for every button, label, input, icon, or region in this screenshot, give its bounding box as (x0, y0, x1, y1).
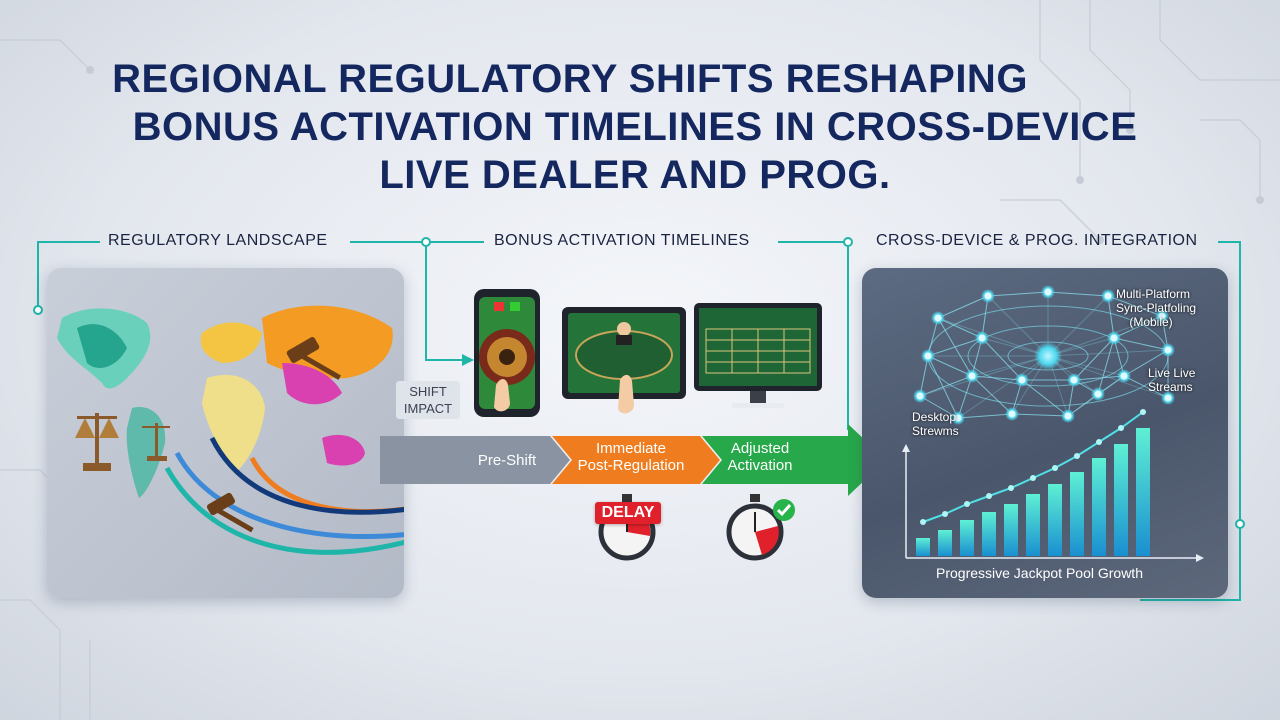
page-title: REGIONAL REGULATORY SHIFTS RESHAPING BON… (0, 55, 1280, 199)
segment-pre-shift (380, 436, 570, 484)
timeline-label-immediate: Immediate Post-Regulation (577, 440, 685, 474)
jackpot-bar (1092, 458, 1106, 556)
network-node-core (924, 352, 932, 360)
tablet-device (562, 307, 686, 399)
jackpot-bar (938, 530, 952, 556)
segment-adjusted (702, 424, 886, 496)
network-node-core (1110, 334, 1118, 342)
scales-icon (75, 413, 119, 471)
jackpot-bar (916, 538, 930, 556)
trend-point (942, 511, 948, 517)
devices-graphic (474, 289, 822, 417)
network-node-core (978, 334, 986, 342)
network-node-core (1094, 390, 1102, 398)
scales-icon-2 (142, 423, 170, 461)
timeline-arrow (380, 424, 886, 496)
trend-point (1008, 485, 1014, 491)
asia-region (262, 305, 393, 379)
segment-immediate (552, 436, 720, 484)
trend-point (964, 501, 970, 507)
gavel-icon (286, 337, 341, 380)
network-node-core (1018, 376, 1026, 384)
europe-region (200, 322, 262, 363)
network-node-core (1064, 412, 1072, 420)
phone-device (474, 289, 540, 417)
trend-point (1096, 439, 1102, 445)
section-label-integration: CROSS-DEVICE & PROG. INTEGRATION (876, 232, 1198, 249)
network-node-core (1120, 372, 1128, 380)
network-graph (902, 285, 1204, 562)
australia-region (322, 434, 365, 466)
timeline-label-adjusted: Adjusted Activation (727, 440, 793, 474)
trend-point (1118, 425, 1124, 431)
delay-badge: DELAY (595, 502, 661, 524)
network-node-core (954, 414, 962, 422)
jackpot-bar (1070, 472, 1084, 556)
jackpot-bar (1114, 444, 1128, 556)
trend-point (1052, 465, 1058, 471)
title-line-2: BONUS ACTIVATION TIMELINES IN CROSS-DEVI… (132, 105, 1138, 149)
hand-icon (494, 379, 510, 412)
network-node-core (984, 292, 992, 300)
gavel-icon-2 (206, 492, 254, 533)
trend-point (1140, 409, 1146, 415)
trend-point (1074, 453, 1080, 459)
network-node-core (1008, 410, 1016, 418)
desktop-monitor-device (694, 303, 822, 408)
jackpot-bar (1136, 428, 1150, 556)
south-america-region (126, 407, 166, 498)
jackpot-bar (960, 520, 974, 556)
network-node-core (1164, 394, 1172, 402)
network-node-core (934, 314, 942, 322)
timeline-label-pre-shift: Pre-Shift (477, 452, 537, 469)
jackpot-bar (1048, 484, 1062, 556)
network-node-core (916, 392, 924, 400)
title-line-3: LIVE DEALER AND PROG. (379, 153, 891, 197)
stopwatch-check-icon (726, 494, 795, 561)
world-map-graphic (57, 305, 404, 555)
network-node-core (1044, 288, 1052, 296)
network-node-core (968, 372, 976, 380)
label-desktop-streams: Desktop Strewms (912, 410, 959, 438)
section-label-regulatory: REGULATORY LANDSCAPE (108, 232, 328, 249)
hand-icon-2 (618, 374, 634, 414)
network-node-core (1158, 312, 1166, 320)
label-live-streams: Live Live Streams (1148, 366, 1196, 394)
trend-point (1030, 475, 1036, 481)
trend-point (986, 493, 992, 499)
jackpot-bar (1026, 494, 1040, 556)
chart-caption: Progressive Jackpot Pool Growth (936, 565, 1143, 581)
section-label-timelines: BONUS ACTIVATION TIMELINES (494, 232, 750, 249)
jackpot-bar (982, 512, 996, 556)
network-hub (1034, 342, 1062, 370)
trend-point (920, 519, 926, 525)
jackpot-bar (1004, 504, 1018, 556)
network-node-core (1164, 346, 1172, 354)
shift-impact-label: SHIFT IMPACT (396, 381, 460, 419)
network-node-core (1070, 376, 1078, 384)
africa-region (202, 374, 265, 473)
network-node-core (1104, 292, 1112, 300)
title-line-1: REGIONAL REGULATORY SHIFTS RESHAPING (112, 57, 1028, 101)
label-multi-platform: Multi-Platform Sync-Platfoling (Mobile) (1116, 287, 1197, 329)
